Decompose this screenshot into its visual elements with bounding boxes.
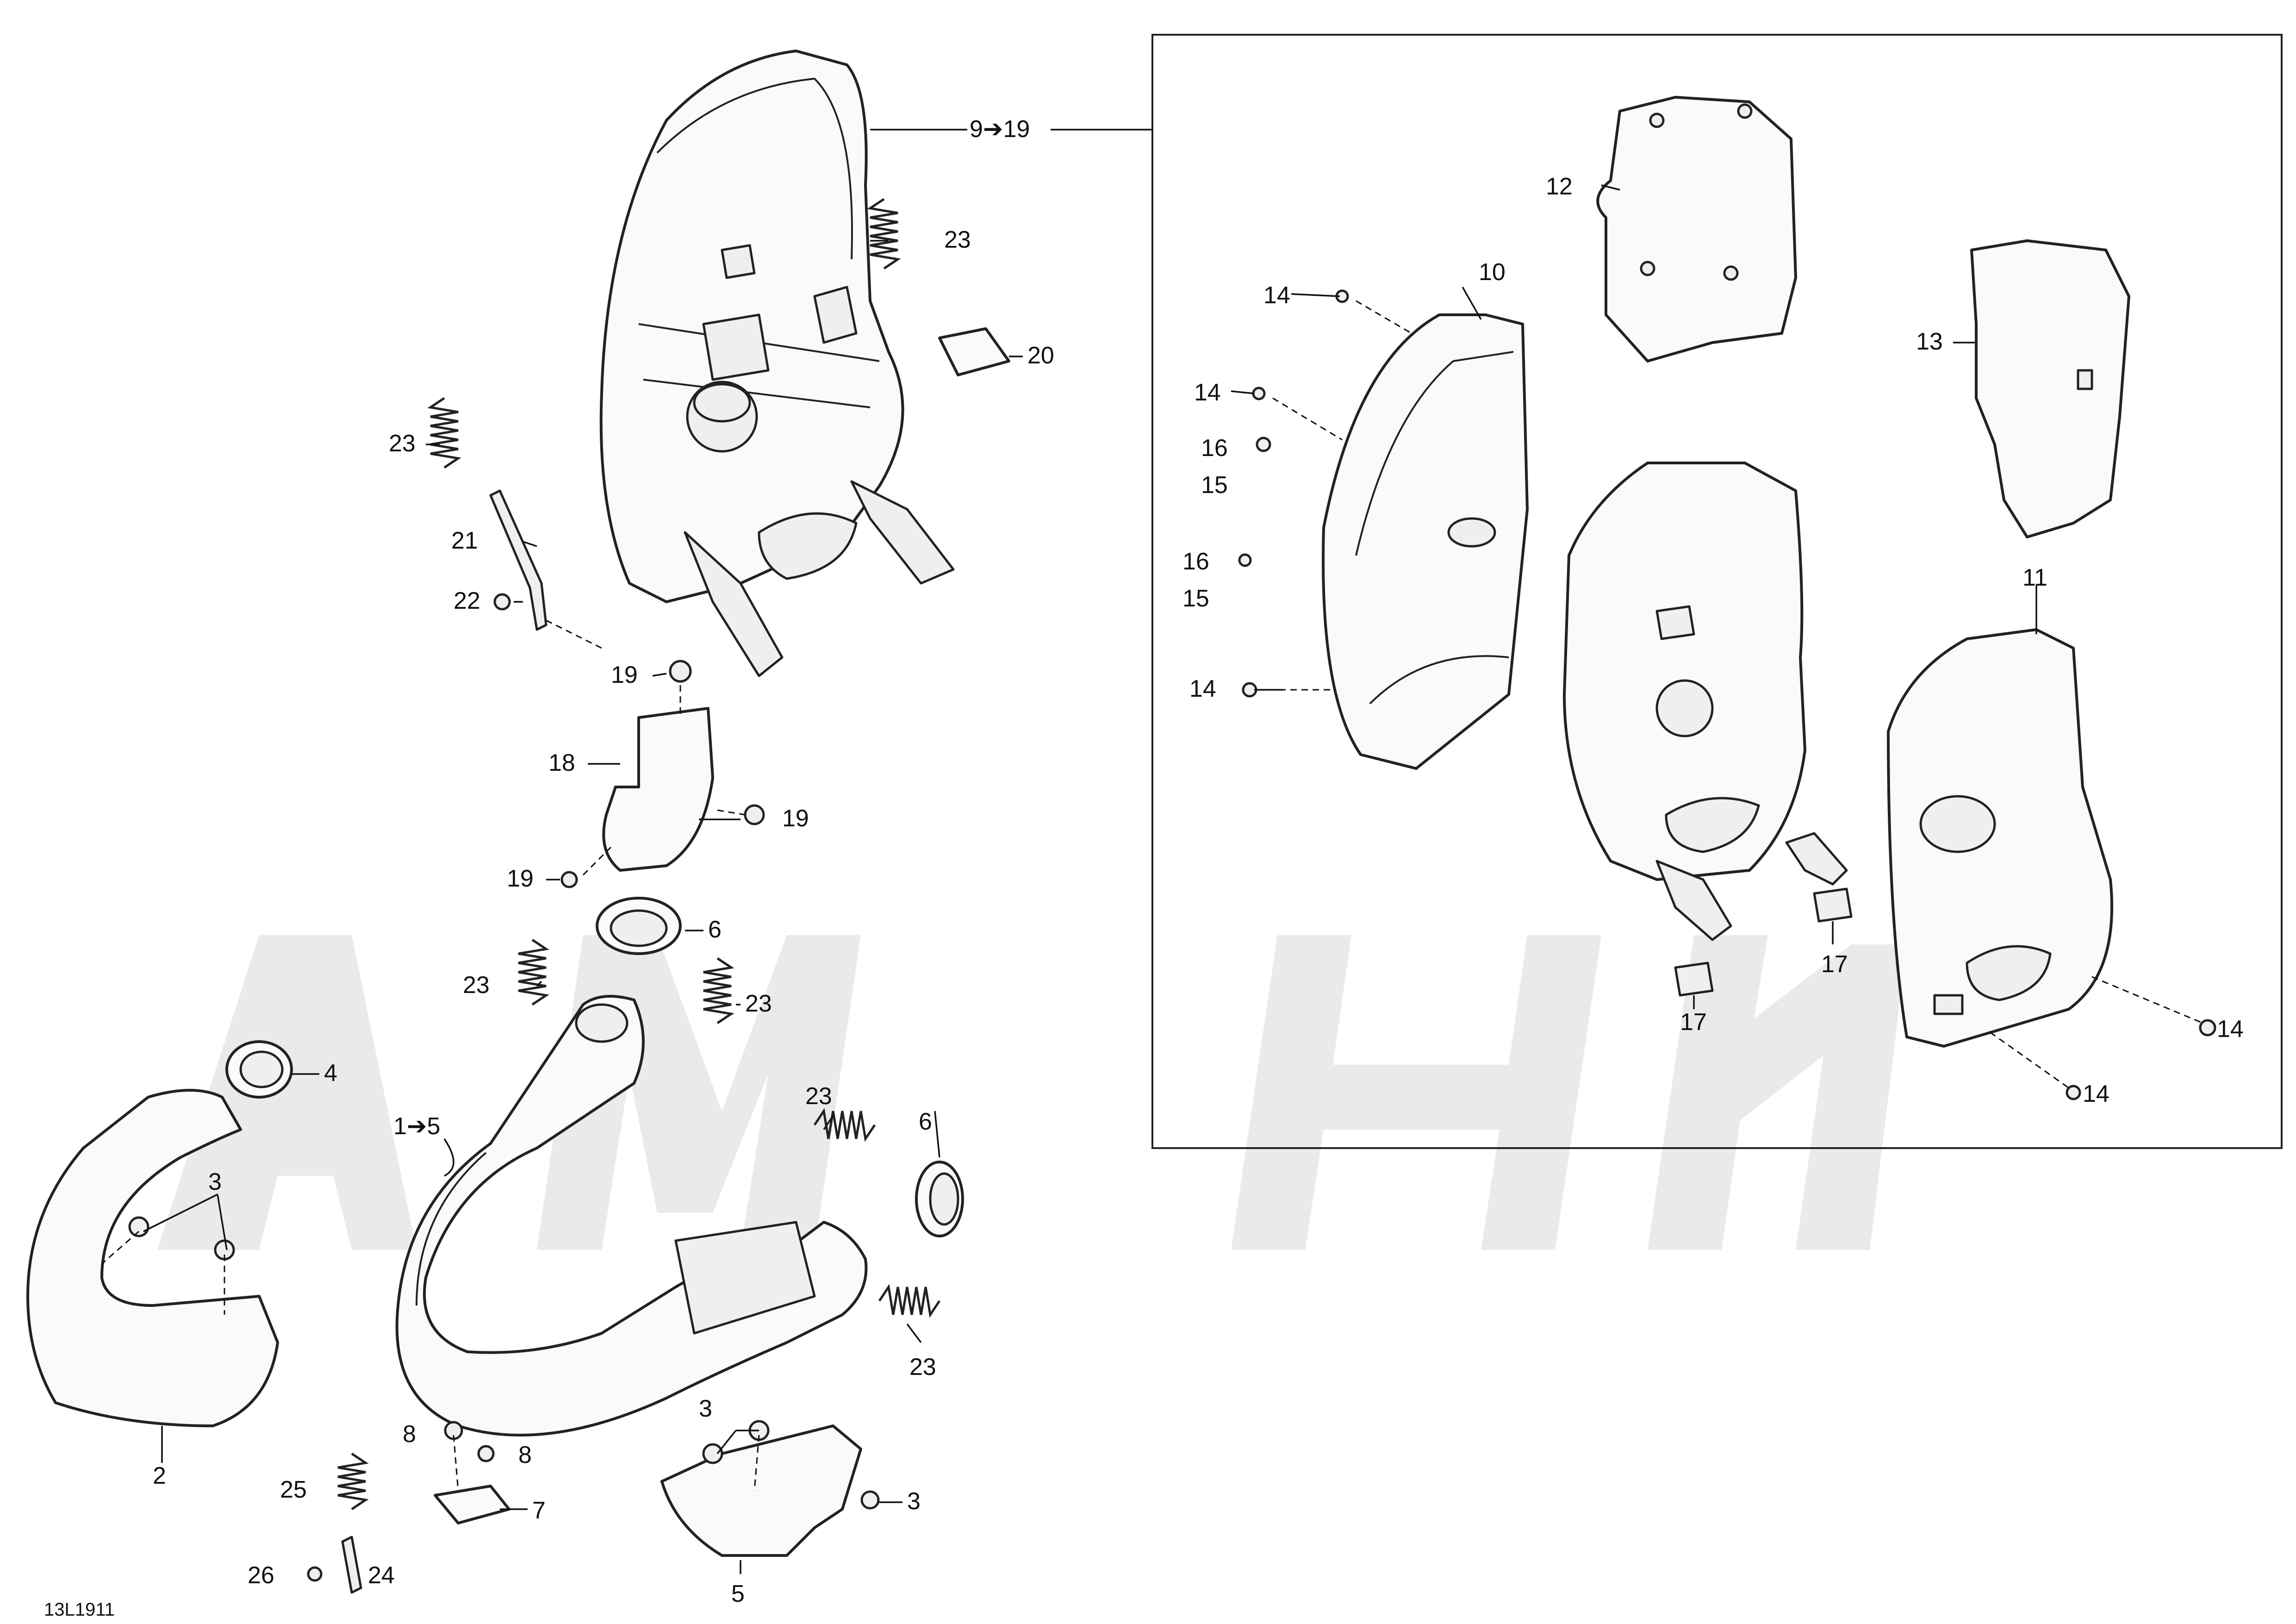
callout-3: 3 — [907, 1488, 921, 1515]
heat-shield-5 — [660, 1424, 862, 1557]
callout-14: 14 — [2083, 1081, 2109, 1107]
muffler-cover-10 — [1322, 313, 1529, 770]
muffler-assembly — [599, 50, 955, 677]
heat-shield-12 — [1596, 96, 1797, 362]
callout-15: 15 — [1182, 585, 1209, 612]
callout-14: 14 — [1194, 379, 1221, 406]
grommet-20 — [938, 327, 1010, 376]
subassembly-frame — [1151, 34, 2283, 1149]
bushing-17 — [1674, 887, 1853, 997]
callout-25: 25 — [280, 1476, 307, 1503]
callout-21: 21 — [451, 527, 478, 554]
callout-7: 7 — [532, 1497, 546, 1524]
callout-1-5: 1➔5 — [393, 1113, 440, 1140]
callout-11: 11 — [2022, 564, 2047, 591]
exhaust-pipe — [395, 995, 868, 1437]
callout-4: 4 — [324, 1060, 337, 1087]
tab-24 — [341, 1536, 362, 1594]
callout-17: 17 — [1680, 1009, 1707, 1036]
callout-15: 15 — [1201, 472, 1228, 499]
hardware — [128, 289, 2216, 1582]
bracket-18 — [602, 707, 714, 872]
callout-2: 2 — [153, 1462, 166, 1489]
callout-12: 12 — [1546, 173, 1573, 200]
callout-labels: 9➔19 23 20 23 21 22 19 18 19 19 6 23 23 … — [44, 116, 2244, 1620]
callout-16: 16 — [1201, 435, 1228, 462]
callout-19: 19 — [782, 805, 809, 832]
callout-3: 3 — [699, 1395, 712, 1422]
bracket-7 — [434, 1485, 510, 1524]
callout-16: 16 — [1182, 548, 1209, 575]
callout-14: 14 — [2217, 1016, 2244, 1043]
callout-13: 13 — [1916, 328, 1943, 355]
muffler-shell-11 — [1887, 628, 2114, 1048]
callout-6: 6 — [919, 1108, 932, 1135]
callout-23: 23 — [745, 990, 772, 1017]
callout-23: 23 — [909, 1354, 936, 1380]
callout-3: 3 — [208, 1168, 222, 1195]
callout-23: 23 — [944, 226, 971, 253]
callout-24: 24 — [368, 1562, 395, 1589]
callout-19: 19 — [611, 662, 638, 688]
heat-shield-13 — [1970, 239, 2130, 538]
muffler-inner — [1563, 462, 1848, 941]
callout-26: 26 — [248, 1562, 274, 1589]
callout-23: 23 — [389, 430, 416, 457]
callout-22: 22 — [454, 587, 480, 614]
callout-18: 18 — [548, 750, 575, 776]
callout-8: 8 — [518, 1442, 532, 1468]
callout-10: 10 — [1479, 259, 1506, 286]
heat-shield-2 — [26, 1089, 279, 1427]
callout-23: 23 — [805, 1083, 832, 1110]
leader-lines — [101, 129, 2203, 1574]
callout-19: 19 — [507, 865, 534, 892]
callout-23: 23 — [463, 972, 490, 999]
callout-14: 14 — [1263, 282, 1290, 309]
callout-8: 8 — [403, 1421, 416, 1448]
callout-5: 5 — [731, 1580, 745, 1607]
drawing-code: 13L1911 — [44, 1599, 115, 1620]
clamp-4 — [225, 1040, 293, 1099]
callout-14: 14 — [1189, 675, 1216, 702]
strap-21 — [489, 489, 548, 631]
springs — [337, 198, 941, 1511]
gasket-6 — [596, 897, 964, 1237]
callout-9-19: 9➔19 — [970, 116, 1030, 143]
callout-20: 20 — [1027, 342, 1054, 369]
callout-6: 6 — [708, 916, 722, 943]
callout-17: 17 — [1821, 951, 1848, 978]
